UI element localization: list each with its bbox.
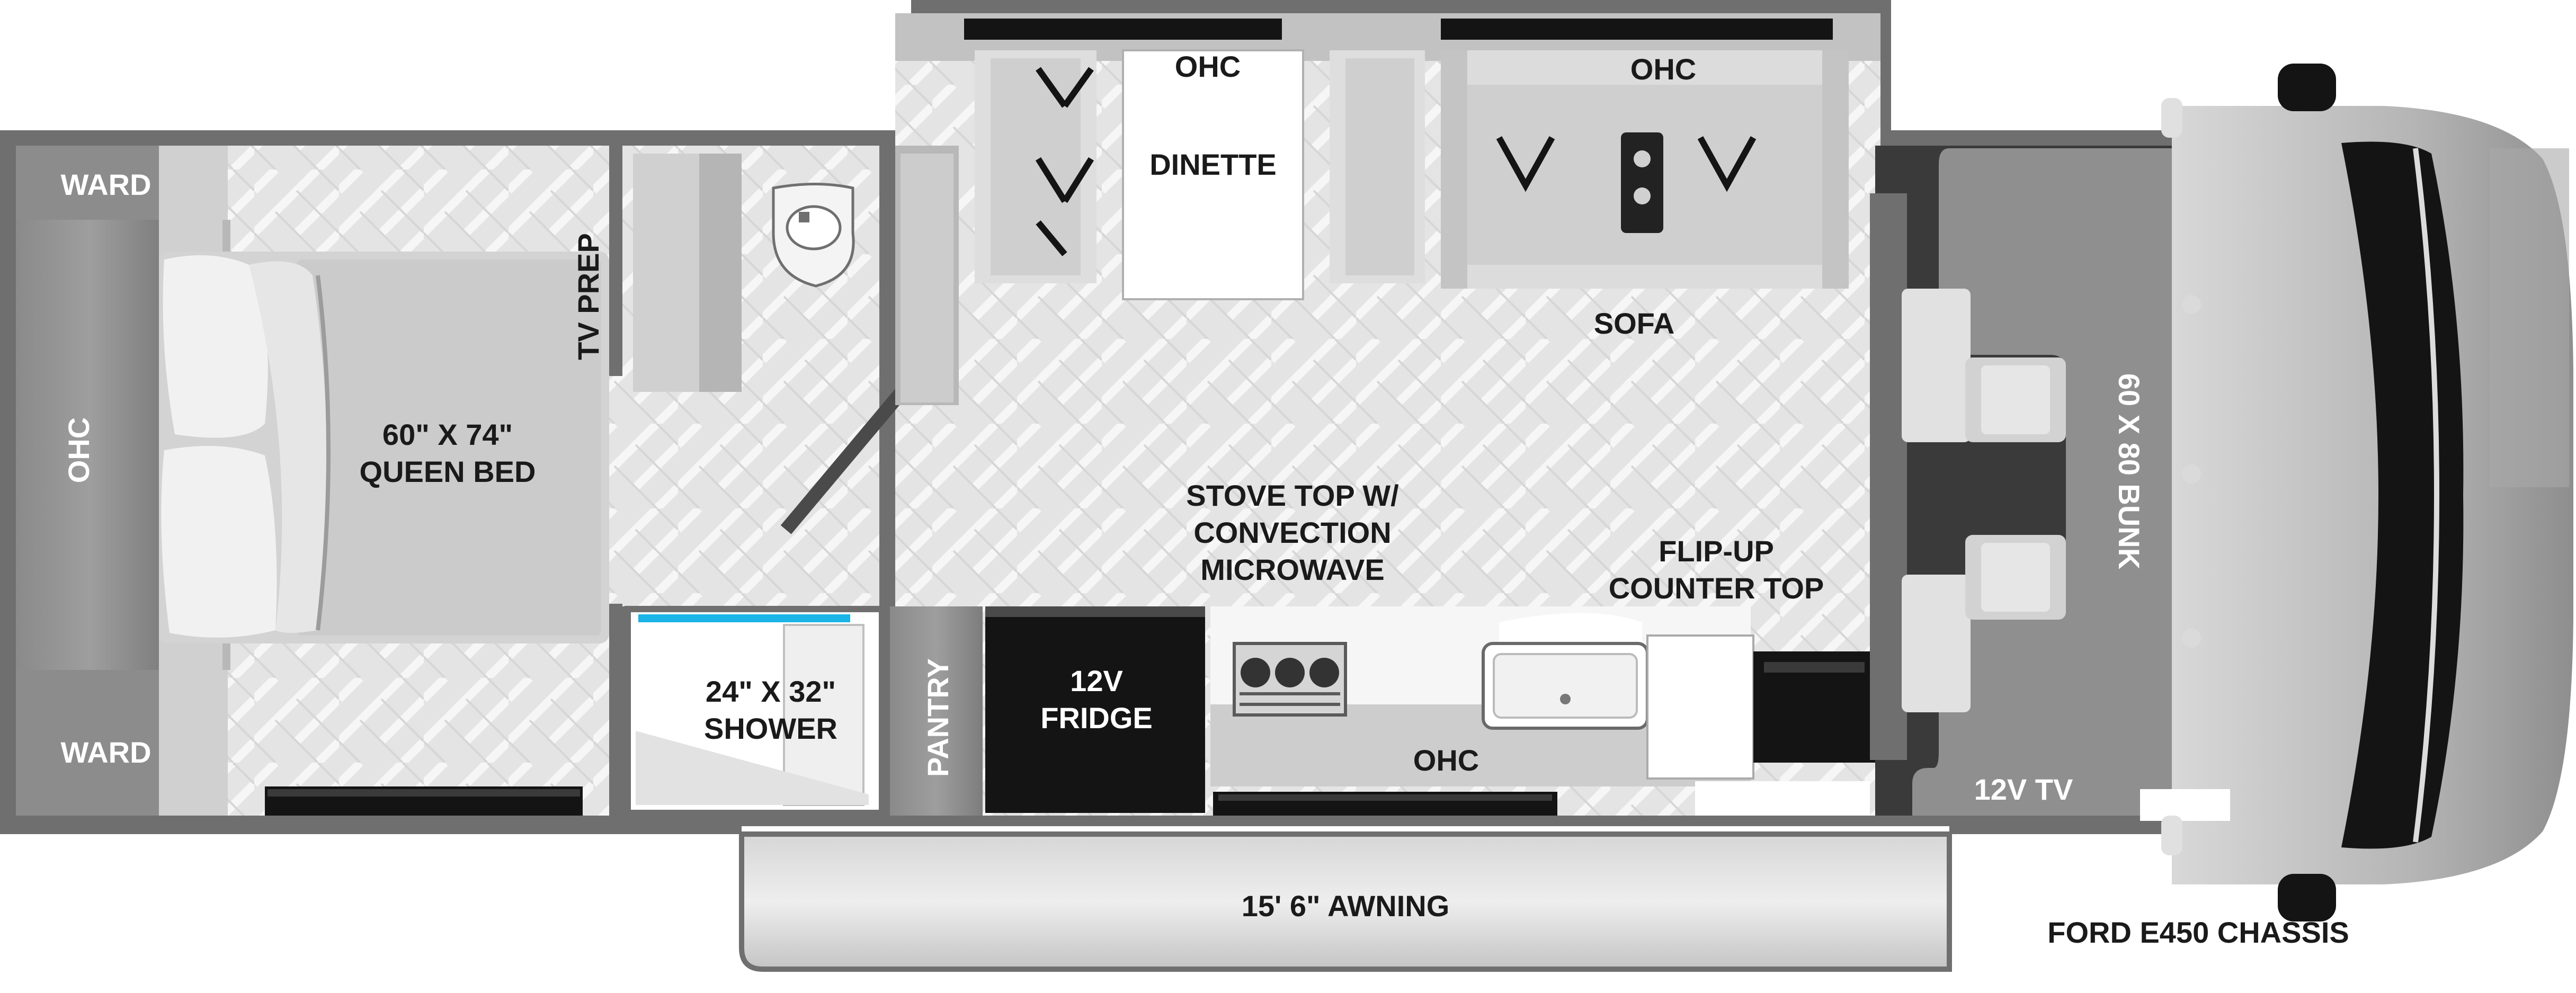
tv-prep-label: TV PREP xyxy=(572,233,605,360)
awning-label: 15' 6" AWNING xyxy=(1242,889,1450,923)
passenger-seat xyxy=(1902,535,2066,712)
fridge-label-2: FRIDGE xyxy=(1040,701,1153,735)
stove-label-1: STOVE TOP W/ xyxy=(1186,479,1399,512)
window-dinette xyxy=(964,19,1282,40)
driver-seat xyxy=(1902,289,2066,442)
stove-label-2: CONVECTION xyxy=(1193,516,1391,549)
flip-up-label-2: COUNTER TOP xyxy=(1609,571,1824,605)
ohc-dinette-label: OHC xyxy=(1175,50,1241,83)
dinette-label: DINETTE xyxy=(1149,148,1277,181)
ohc-kitchen-label: OHC xyxy=(1413,744,1479,777)
dinette-table xyxy=(1122,49,1304,300)
fridge-label-1: 12V xyxy=(1070,664,1123,697)
bunk-label: 60 X 80 BUNK xyxy=(2113,373,2146,569)
chassis-label: FORD E450 CHASSIS xyxy=(2047,916,2349,949)
sofa-label: SOFA xyxy=(1594,307,1674,340)
flip-up-counter xyxy=(1646,634,1754,780)
sofa-console xyxy=(1621,132,1663,233)
pantry xyxy=(890,606,983,816)
awning xyxy=(739,831,1952,972)
flip-up-label-1: FLIP-UP xyxy=(1659,534,1774,568)
ohc-bedroom-label: OHC xyxy=(62,417,95,483)
fridge xyxy=(985,606,1205,813)
pantry-label: PANTRY xyxy=(921,658,955,777)
bed-blanket-fold xyxy=(249,261,327,633)
mirror-top xyxy=(2278,64,2336,111)
ward-bottom-label: WARD xyxy=(60,736,151,769)
cab-over-bunk xyxy=(1912,148,2198,816)
ward-top-label: WARD xyxy=(60,168,151,201)
queen-bed-label: QUEEN BED xyxy=(360,455,536,488)
ohc-sofa-label: OHC xyxy=(1630,52,1696,86)
shower-label: SHOWER xyxy=(704,712,837,745)
bed-pillow-bottom xyxy=(161,446,277,638)
shower-size-label: 24" X 32" xyxy=(706,675,836,708)
stove-label-3: MICROWAVE xyxy=(1200,553,1384,586)
queen-bed-size-label: 60" X 74" xyxy=(382,418,513,451)
front-cap xyxy=(2172,106,2573,884)
bed-pillow-top xyxy=(163,255,268,438)
mirror-bottom xyxy=(2278,874,2336,922)
tv-12v-label: 12V TV xyxy=(1974,773,2073,806)
window-sofa xyxy=(1441,19,1833,40)
bath-door xyxy=(780,387,907,534)
